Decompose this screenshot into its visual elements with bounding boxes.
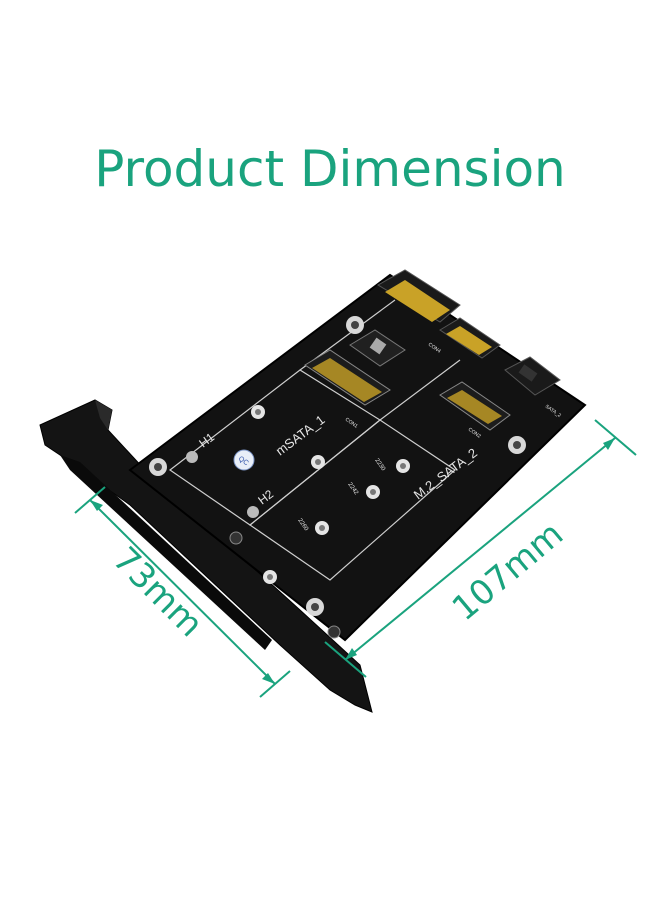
pcie-bracket bbox=[39, 399, 373, 713]
sata2-connector bbox=[504, 356, 561, 396]
qc-label: QC bbox=[237, 455, 250, 467]
length-dimension-label: 107mm bbox=[445, 514, 571, 629]
m2-slot bbox=[439, 381, 511, 431]
page-title: Product Dimension bbox=[94, 140, 566, 198]
sata-data-connector bbox=[439, 317, 501, 359]
mounting-holes bbox=[149, 316, 526, 639]
sata-power-connector bbox=[376, 269, 461, 323]
pcb-board bbox=[128, 273, 587, 642]
qc-sticker: QC bbox=[233, 449, 255, 471]
msata-slot bbox=[304, 349, 391, 406]
voltage-regulator bbox=[349, 329, 406, 367]
